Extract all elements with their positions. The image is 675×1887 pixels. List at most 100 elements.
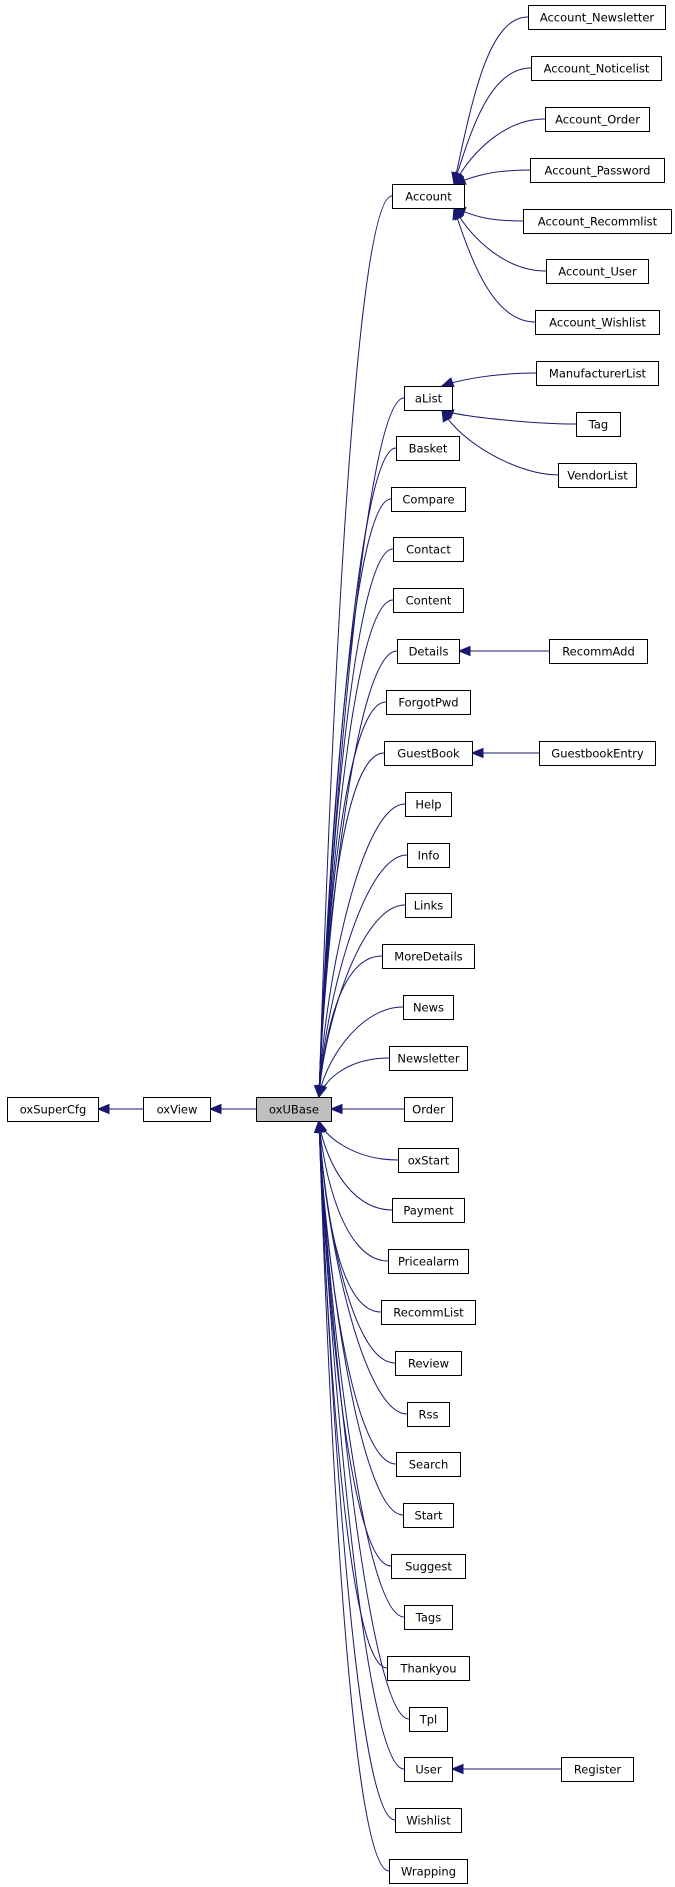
node-label: oxUBase	[269, 1103, 319, 1117]
node-label: Payment	[403, 1204, 454, 1218]
node-label: Register	[574, 1763, 622, 1777]
edge-wrapping-to-oxubase	[314, 1119, 390, 1872]
node-box	[397, 639, 460, 664]
edge-account-newsletter-to-account	[451, 16, 529, 186]
class-node-order[interactable]: Order	[404, 1097, 453, 1122]
node-label: aList	[415, 392, 443, 406]
node-box	[404, 1097, 453, 1122]
class-node-search[interactable]: Search	[396, 1452, 461, 1477]
node-box	[396, 1452, 461, 1477]
arrowhead	[457, 645, 471, 657]
class-node-account-noticelist[interactable]: Account_Noticelist	[531, 56, 662, 81]
node-label: Tag	[588, 418, 608, 432]
node-label: oxSuperCfg	[20, 1103, 87, 1117]
class-node-review[interactable]: Review	[395, 1351, 462, 1376]
class-node-oxview[interactable]: oxView	[143, 1097, 211, 1122]
class-node-tpl[interactable]: Tpl	[409, 1707, 448, 1732]
node-label: GuestbookEntry	[551, 747, 644, 761]
class-node-account-wishlist[interactable]: Account_Wishlist	[535, 310, 660, 335]
class-node-account-newsletter[interactable]: Account_Newsletter	[528, 5, 666, 30]
edge-newsletter-to-oxubase	[317, 1057, 390, 1099]
node-label: Wishlist	[406, 1814, 451, 1828]
node-label: MoreDetails	[394, 950, 462, 964]
node-box	[539, 741, 656, 766]
class-node-compare[interactable]: Compare	[391, 487, 466, 512]
class-node-account[interactable]: Account	[392, 184, 465, 209]
class-node-suggest[interactable]: Suggest	[391, 1554, 466, 1579]
edges-layer	[96, 16, 577, 1872]
node-box	[535, 310, 660, 335]
node-label: GuestBook	[397, 747, 460, 761]
class-node-oxstart[interactable]: oxStart	[398, 1148, 459, 1173]
node-box	[404, 386, 453, 411]
node-box	[393, 588, 464, 613]
class-node-info[interactable]: Info	[407, 843, 450, 868]
class-node-oxubase[interactable]: oxUBase	[256, 1097, 332, 1122]
class-node-start[interactable]: Start	[403, 1503, 454, 1528]
node-label: Account_Order	[555, 113, 640, 127]
edge-account-recommlist-to-account	[452, 206, 524, 222]
node-box	[561, 1757, 634, 1782]
node-label: Suggest	[405, 1560, 452, 1574]
arrowhead	[441, 408, 453, 423]
class-node-account-recommlist[interactable]: Account_Recommlist	[523, 209, 672, 234]
node-box	[404, 1605, 453, 1630]
class-node-moredetails[interactable]: MoreDetails	[382, 944, 475, 969]
node-box	[545, 107, 650, 132]
node-box	[395, 1808, 462, 1833]
node-label: Start	[414, 1509, 443, 1523]
class-node-help[interactable]: Help	[405, 792, 452, 817]
node-box	[143, 1097, 211, 1122]
class-node-links[interactable]: Links	[405, 893, 452, 918]
class-node-wishlist[interactable]: Wishlist	[395, 1808, 462, 1833]
node-box	[405, 893, 452, 918]
class-node-forgotpwd[interactable]: ForgotPwd	[386, 690, 471, 715]
class-node-wrapping[interactable]: Wrapping	[389, 1859, 468, 1884]
edge-order-to-oxubase	[329, 1103, 404, 1115]
arrowhead	[317, 1084, 328, 1099]
node-box	[388, 1249, 469, 1274]
node-box	[546, 259, 649, 284]
class-node-newsletter[interactable]: Newsletter	[389, 1046, 468, 1071]
class-node-user[interactable]: User	[404, 1757, 453, 1782]
class-node-basket[interactable]: Basket	[396, 436, 460, 461]
node-label: Wrapping	[401, 1865, 456, 1879]
class-node-guestbookentry[interactable]: GuestbookEntry	[539, 741, 656, 766]
node-box	[389, 1046, 468, 1071]
class-node-thankyou[interactable]: Thankyou	[387, 1656, 470, 1681]
class-node-recommlist[interactable]: RecommList	[381, 1300, 476, 1325]
node-label: VendorList	[567, 469, 628, 483]
node-label: Pricealarm	[398, 1255, 459, 1269]
node-box	[576, 412, 621, 437]
class-node-oxsupercfg[interactable]: oxSuperCfg	[7, 1097, 99, 1122]
node-label: RecommList	[393, 1306, 464, 1320]
class-node-register[interactable]: Register	[561, 1757, 634, 1782]
node-box	[382, 944, 475, 969]
class-node-payment[interactable]: Payment	[392, 1198, 465, 1223]
class-node-guestbook[interactable]: GuestBook	[384, 741, 473, 766]
class-node-contact[interactable]: Contact	[393, 537, 464, 562]
class-node-rss[interactable]: Rss	[407, 1402, 450, 1427]
edge-oxstart-to-oxubase	[317, 1119, 399, 1161]
class-node-content[interactable]: Content	[393, 588, 464, 613]
node-box	[536, 361, 659, 386]
edge-payment-to-oxubase	[315, 1119, 393, 1211]
class-node-account-order[interactable]: Account_Order	[545, 107, 650, 132]
class-node-account-user[interactable]: Account_User	[546, 259, 649, 284]
class-node-vendorlist[interactable]: VendorList	[558, 463, 637, 488]
node-label: Review	[408, 1357, 449, 1371]
class-node-news[interactable]: News	[403, 995, 454, 1020]
class-node-details[interactable]: Details	[397, 639, 460, 664]
node-label: Details	[409, 645, 449, 659]
arrowhead	[96, 1103, 110, 1115]
node-box	[528, 5, 666, 30]
edge-account-wishlist-to-account	[452, 206, 536, 323]
class-node-pricealarm[interactable]: Pricealarm	[388, 1249, 469, 1274]
class-node-tag[interactable]: Tag	[576, 412, 621, 437]
class-node-alist[interactable]: aList	[404, 386, 453, 411]
node-label: oxStart	[408, 1154, 450, 1168]
class-node-account-password[interactable]: Account_Password	[530, 158, 665, 183]
class-node-manufacturerlist[interactable]: ManufacturerList	[536, 361, 659, 386]
class-node-recommadd[interactable]: RecommAdd	[549, 639, 648, 664]
class-node-tags[interactable]: Tags	[404, 1605, 453, 1630]
